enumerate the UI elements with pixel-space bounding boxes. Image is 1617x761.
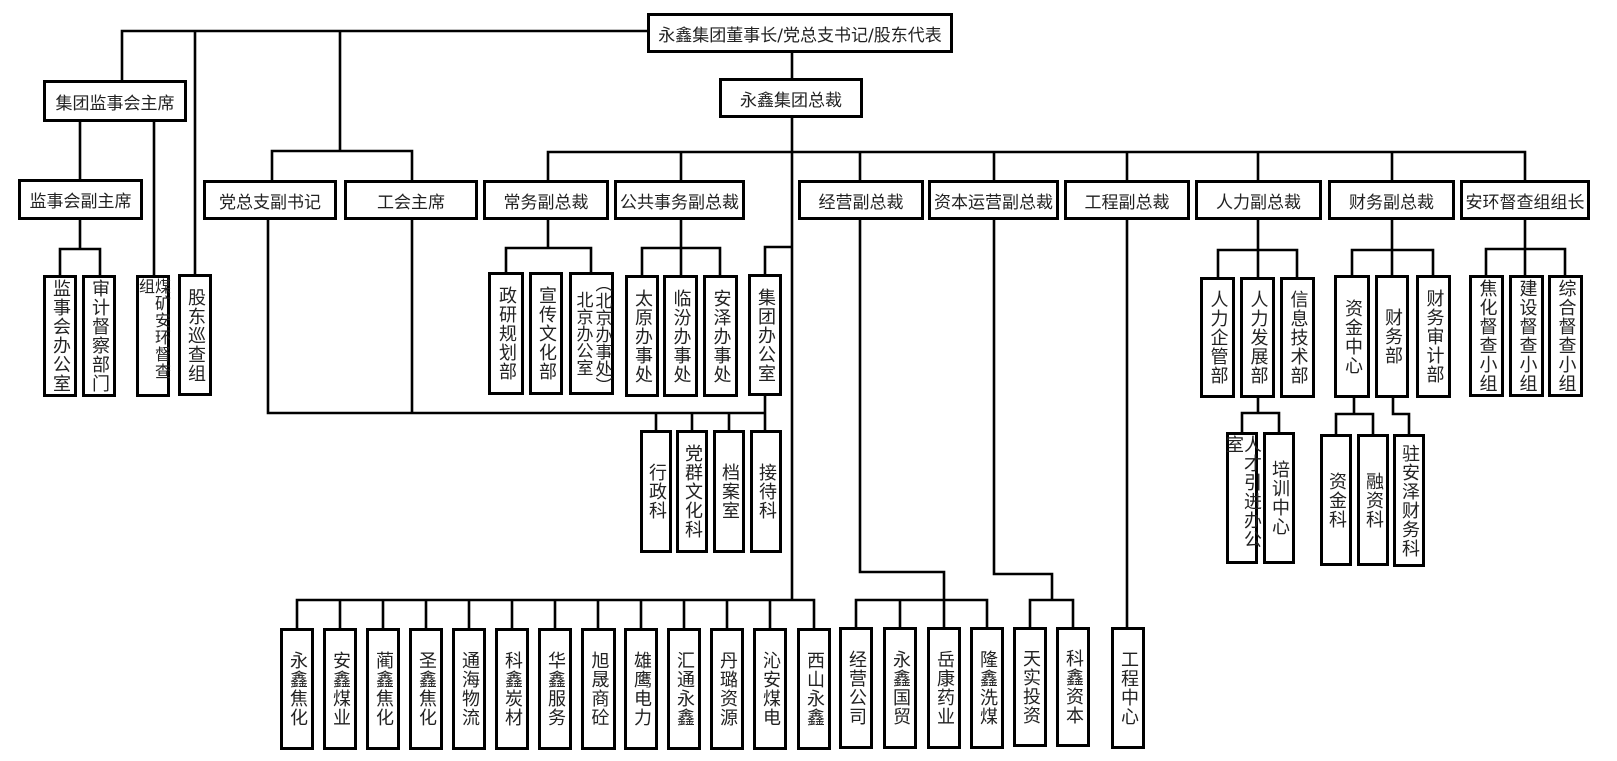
subsidiary-box: 沁安煤电 bbox=[753, 628, 787, 750]
shareholder-patrol-box: 股东巡查组 bbox=[178, 274, 212, 396]
engineering-center-box: 工程中心 bbox=[1111, 627, 1145, 749]
vp-capital-box: 资本运营副总裁 bbox=[928, 180, 1059, 220]
group-office-box: 集团办公室 bbox=[748, 274, 782, 396]
operations-unit-box: 永鑫国贸 bbox=[883, 627, 917, 749]
unit-box: 档案室 bbox=[713, 430, 745, 553]
operations-unit-box: 岳康药业 bbox=[927, 627, 961, 749]
vp-executive-box: 常务副总裁 bbox=[483, 180, 609, 220]
unit-box: 临汾办事处 bbox=[663, 275, 698, 397]
subsidiary-box: 安鑫煤业 bbox=[323, 628, 357, 750]
union-chair-box: 工会主席 bbox=[344, 180, 478, 220]
unit-box: 财务审计部 bbox=[1416, 275, 1451, 398]
subsidiary-box: 西山永鑫 bbox=[797, 628, 831, 750]
unit-box: 资金科 bbox=[1320, 434, 1352, 566]
unit-box: 审计督察部门 bbox=[82, 275, 116, 397]
unit-box: 人力企管部 bbox=[1200, 277, 1235, 398]
unit-box: 监事会办公室 bbox=[43, 275, 77, 397]
connector bbox=[1391, 398, 1411, 434]
chairman-box: 永鑫集团董事长/党总支书记/股东代表 bbox=[647, 13, 953, 53]
connector bbox=[1240, 398, 1281, 432]
unit-box: 接待科 bbox=[750, 430, 782, 553]
connector bbox=[992, 220, 1075, 627]
subsidiary-box: 丹璐资源 bbox=[710, 628, 744, 750]
unit-box: 焦化督查小组 bbox=[1469, 275, 1504, 397]
subsidiary-box: 雄鹰电力 bbox=[624, 628, 658, 750]
subsidiary-box: 华鑫服务 bbox=[538, 628, 572, 750]
unit-box: 党群文化科 bbox=[676, 430, 708, 553]
vp-hr-box: 人力副总裁 bbox=[1195, 180, 1322, 220]
vp-operations-box: 经营副总裁 bbox=[798, 180, 924, 220]
capital-unit-box: 科鑫资本 bbox=[1056, 627, 1090, 747]
unit-box: 安泽办事处 bbox=[703, 275, 738, 397]
operations-unit-box: 隆鑫洗煤 bbox=[970, 627, 1004, 749]
unit-box: 太原办事处 bbox=[625, 275, 659, 397]
subsidiary-box: 科鑫炭材 bbox=[495, 628, 529, 750]
connector bbox=[1334, 398, 1375, 434]
vp-public-affairs-box: 公共事务副总裁 bbox=[614, 180, 745, 220]
vp-engineering-box: 工程副总裁 bbox=[1064, 180, 1190, 220]
capital-unit-box: 天实投资 bbox=[1013, 627, 1047, 747]
supervisory-chair-box: 集团监事会主席 bbox=[43, 80, 187, 122]
unit-box: 人才引进办公室 bbox=[1223, 432, 1262, 564]
subsidiary-box: 旭晟商砼 bbox=[581, 628, 616, 750]
subsidiary-box: 通海物流 bbox=[452, 628, 486, 750]
unit-box: 政研规划部 bbox=[488, 272, 524, 395]
connector bbox=[854, 220, 989, 628]
safety-leader-box: 安环督查组组长 bbox=[1460, 180, 1590, 220]
unit-box: 行政科 bbox=[640, 430, 672, 553]
unit-box: 综合督查小组 bbox=[1548, 275, 1583, 397]
operations-unit-box: 经营公司 bbox=[839, 627, 873, 749]
unit-box: 融资科 bbox=[1357, 434, 1389, 566]
connector bbox=[295, 598, 816, 628]
unit-box: 煤矿安环督查组 bbox=[136, 275, 171, 397]
unit-box: 财务部 bbox=[1375, 275, 1409, 398]
subsidiary-box: 蔺鑫焦化 bbox=[366, 628, 400, 750]
connector bbox=[266, 220, 792, 430]
unit-box: 资金中心 bbox=[1334, 275, 1370, 398]
connector bbox=[1216, 220, 1299, 277]
connector bbox=[504, 220, 593, 272]
connector bbox=[1484, 220, 1567, 275]
beijing-office-box: 北京办公室 （北京办事处） bbox=[569, 272, 614, 395]
unit-box: 宣传文化部 bbox=[529, 272, 563, 395]
president-box: 永鑫集团总裁 bbox=[719, 78, 863, 118]
vp-finance-box: 财务副总裁 bbox=[1328, 180, 1455, 220]
subsidiary-box: 汇通永鑫 bbox=[667, 628, 701, 750]
supervisory-vice-chair-box: 监事会副主席 bbox=[18, 179, 143, 220]
connector bbox=[640, 220, 722, 275]
unit-box: 建设督查小组 bbox=[1509, 275, 1544, 397]
connector bbox=[270, 149, 414, 180]
connector bbox=[546, 150, 1527, 180]
connector bbox=[58, 122, 156, 275]
party-vice-secretary-box: 党总支副书记 bbox=[203, 180, 337, 220]
connector bbox=[120, 29, 647, 81]
unit-box: 人力发展部 bbox=[1240, 277, 1275, 398]
beijing-office-alt-label: （北京办事处） bbox=[591, 275, 612, 394]
unit-box: 培训中心 bbox=[1263, 432, 1295, 564]
unit-box: 信息技术部 bbox=[1280, 277, 1315, 398]
connector bbox=[1350, 220, 1435, 275]
subsidiary-box: 圣鑫焦化 bbox=[409, 628, 443, 750]
unit-box: 驻安泽财务科 bbox=[1393, 434, 1425, 567]
beijing-office-label: 北京办公室 bbox=[572, 291, 593, 376]
subsidiary-box: 永鑫焦化 bbox=[280, 628, 314, 750]
